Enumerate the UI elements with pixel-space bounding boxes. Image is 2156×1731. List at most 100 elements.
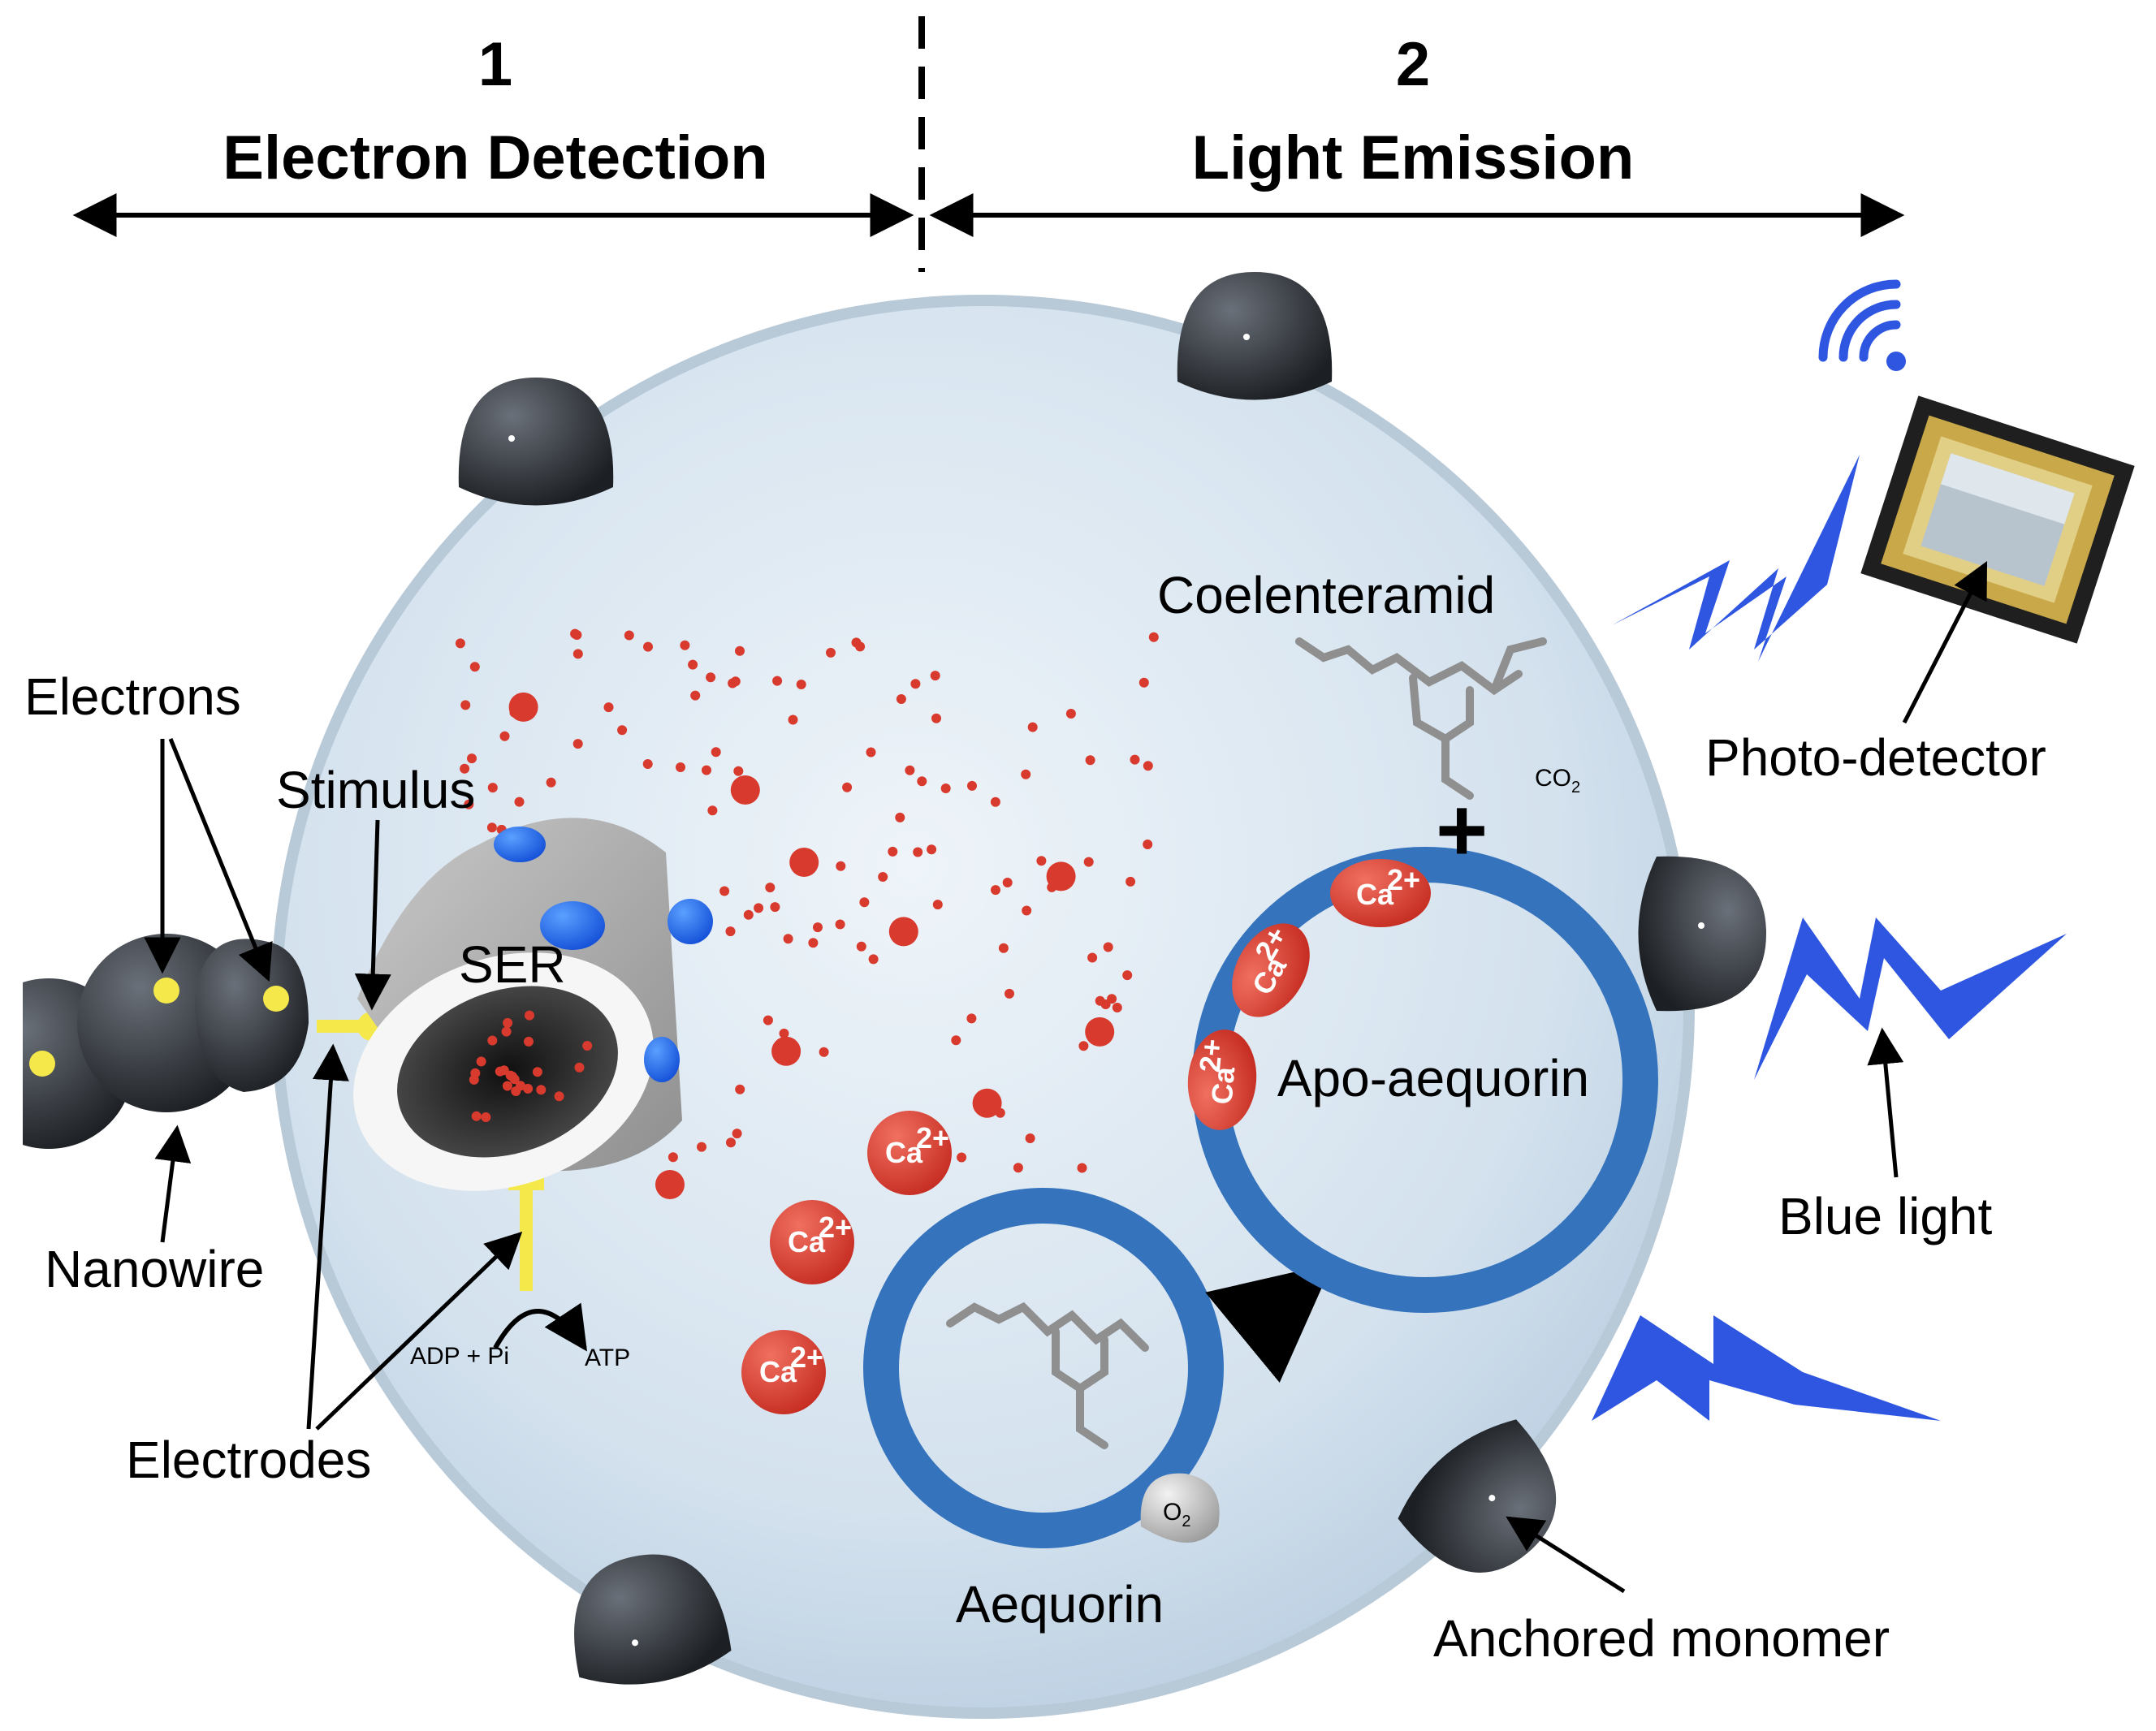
calcium-dot <box>711 747 721 758</box>
ser-calcium-dot <box>503 1017 513 1028</box>
calcium-dot <box>1085 755 1095 766</box>
calcium-dot <box>835 919 845 930</box>
calcium-dot <box>1083 857 1094 867</box>
calcium-dot <box>826 647 836 658</box>
calcium-dot <box>1013 1163 1023 1173</box>
photo-detector-label: Photo-detector <box>1705 728 2046 787</box>
monomer <box>458 378 614 506</box>
blue-light-pointer <box>1867 1027 1904 1178</box>
bound-calcium: Ca2+ <box>1232 921 1310 1017</box>
calcium-dot <box>642 759 653 769</box>
calcium-dot <box>730 775 760 805</box>
svg-text:Ca: Ca <box>885 1136 923 1169</box>
calcium-dot <box>1002 878 1013 887</box>
calcium-dot <box>732 1129 742 1139</box>
svg-text:Ca: Ca <box>759 1355 797 1388</box>
calcium-dot <box>1112 1003 1122 1012</box>
electrodes-pointer <box>315 1231 523 1431</box>
nanowire-pointer <box>154 1125 192 1243</box>
calcium-dot <box>1138 677 1149 688</box>
calcium-dot <box>1148 632 1159 642</box>
calcium-dot <box>972 1088 1002 1118</box>
calcium-dot <box>702 765 711 775</box>
ser-calcium-dot <box>525 1010 534 1021</box>
ser-calcium-dot <box>471 1111 482 1121</box>
calcium-dot <box>455 638 465 649</box>
calcium-dot <box>1085 1017 1115 1047</box>
atp-conversion-arrow <box>493 1302 587 1352</box>
calcium-dot <box>726 1137 736 1148</box>
calcium-dot <box>1036 856 1047 866</box>
calcium-dot <box>1077 1163 1087 1173</box>
electrode-left <box>317 1020 365 1033</box>
calcium-dot <box>856 941 866 952</box>
calcium-dot <box>1103 942 1113 952</box>
calcium-dot <box>643 641 653 652</box>
calcium-dot <box>796 680 806 689</box>
calcium-dot <box>719 886 730 896</box>
ser-calcium-dot <box>502 1081 512 1091</box>
ser-pump <box>644 1037 680 1082</box>
electrode-bottom <box>520 1177 533 1291</box>
calcium-dot <box>735 645 745 656</box>
electron-dot <box>263 986 289 1012</box>
ser-calcium-dot <box>582 1041 593 1051</box>
calcium-dot <box>990 796 1000 807</box>
calcium-dot <box>1022 905 1032 916</box>
ser-calcium-dot <box>470 1068 481 1078</box>
ser-organelle: SER <box>353 818 713 1191</box>
calcium-dot <box>1130 754 1140 765</box>
ser-calcium-dot <box>516 1081 525 1091</box>
section-2-number: 2 <box>1396 30 1430 99</box>
electrons-label: Electrons <box>24 667 241 726</box>
calcium-dot <box>487 783 498 793</box>
free-calcium-ions: Ca2+ Ca2+ Ca2+ <box>741 1111 952 1414</box>
calcium-dot <box>905 765 915 775</box>
section-2-title: Light Emission <box>1192 123 1635 192</box>
calcium-dot <box>1027 722 1038 732</box>
calcium-dot <box>770 902 780 913</box>
calcium-dot <box>771 1036 801 1066</box>
calcium-dot <box>888 917 918 947</box>
calcium-dot <box>888 846 898 857</box>
calcium-dot <box>789 848 819 877</box>
calcium-dot <box>464 799 474 809</box>
photo-detector <box>1860 395 2135 644</box>
calcium-dot <box>819 1047 829 1057</box>
calcium-dot <box>467 753 477 764</box>
calcium-dot <box>754 903 764 913</box>
ser-calcium-dot <box>524 1036 534 1047</box>
calcium-dot <box>940 783 951 793</box>
calcium-dot <box>1143 761 1153 771</box>
calcium-dot <box>735 1084 745 1094</box>
ser-calcium-dot <box>507 1071 517 1081</box>
calcium-dot <box>878 872 888 882</box>
ser-calcium-dot <box>501 1026 512 1037</box>
calcium-dot <box>460 763 470 774</box>
svg-text:2+: 2+ <box>916 1121 949 1155</box>
ser-calcium-dot <box>536 1085 547 1095</box>
section-1-number: 1 <box>478 30 512 99</box>
wifi-icon <box>1818 279 1906 371</box>
oxygen-molecule <box>1140 1473 1220 1543</box>
calcium-dot <box>931 713 941 723</box>
calcium-dot <box>896 694 906 704</box>
calcium-ion: Ca2+ <box>741 1330 826 1414</box>
calcium-dot <box>725 926 736 937</box>
calcium-dot <box>469 662 480 672</box>
calcium-dot <box>772 676 783 686</box>
svg-text:2+: 2+ <box>1387 863 1420 896</box>
nanowire-bead <box>195 939 309 1092</box>
calcium-dot <box>813 922 823 933</box>
ser-calcium-dot <box>532 1067 542 1077</box>
calcium-dot <box>617 725 628 736</box>
ser-pump <box>540 901 605 950</box>
calcium-dot <box>486 822 497 833</box>
calcium-dot <box>868 954 879 965</box>
calcium-dot <box>913 847 923 857</box>
calcium-dot <box>779 1028 789 1038</box>
ser-pump <box>668 899 713 944</box>
calcium-dot <box>991 885 1000 896</box>
calcium-dot <box>783 934 793 944</box>
